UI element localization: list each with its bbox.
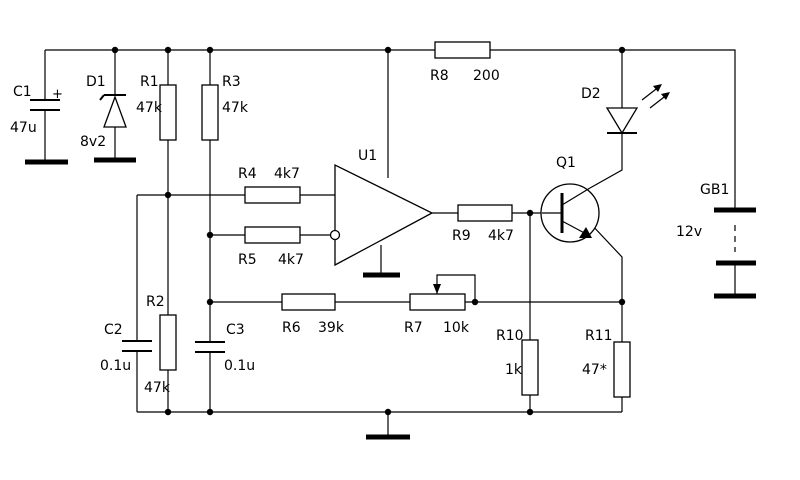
light-emission-icon bbox=[641, 84, 670, 109]
c3-value: 0.1u bbox=[224, 358, 255, 374]
capacitor-c1: + C1 47u bbox=[10, 84, 63, 136]
r2-ref: R2 bbox=[146, 294, 165, 310]
r6-value: 39k bbox=[318, 320, 345, 336]
r3-value: 47k bbox=[222, 100, 249, 116]
resistor-r2: R2 47k bbox=[144, 294, 177, 396]
gb1-value: 12v bbox=[676, 224, 702, 240]
r11-ref: R11 bbox=[585, 328, 613, 344]
r9-value: 4k7 bbox=[488, 228, 514, 244]
resistor-r5: R5 4k7 bbox=[238, 226, 304, 268]
opamp-u1: U1 bbox=[329, 148, 434, 267]
r8-value: 200 bbox=[473, 68, 500, 84]
r4-value: 4k7 bbox=[274, 166, 300, 182]
led-d2: D2 bbox=[581, 84, 670, 158]
resistor-r10: R10 1k bbox=[496, 328, 539, 396]
r2-value: 47k bbox=[144, 380, 171, 396]
c1-ref: C1 bbox=[13, 84, 32, 100]
d2-ref: D2 bbox=[581, 86, 601, 102]
resistor-r4: R4 4k7 bbox=[238, 166, 301, 204]
c2-ref: C2 bbox=[104, 322, 123, 338]
c2-value: 0.1u bbox=[100, 358, 131, 374]
r7-ref: R7 bbox=[404, 320, 423, 336]
resistor-r1: R1 47k bbox=[136, 74, 177, 141]
battery-gb1: GB1 12v bbox=[676, 182, 756, 299]
resistor-r11: R11 47* bbox=[582, 328, 631, 398]
junction-dots bbox=[111, 46, 626, 416]
u1-ref: U1 bbox=[358, 148, 377, 164]
r3-ref: R3 bbox=[222, 74, 241, 90]
r11-value: 47* bbox=[582, 362, 607, 378]
r10-ref: R10 bbox=[496, 328, 524, 344]
r10-value: 1k bbox=[505, 362, 523, 378]
r5-ref: R5 bbox=[238, 252, 257, 268]
resistor-r3: R3 47k bbox=[201, 74, 249, 141]
capacitor-c3: C3 0.1u bbox=[195, 322, 255, 374]
d1-ref: D1 bbox=[86, 74, 106, 90]
r8-ref: R8 bbox=[430, 68, 449, 84]
zener-diode-d1: D1 8v2 bbox=[80, 74, 127, 150]
wires bbox=[44, 49, 736, 437]
d1-value: 8v2 bbox=[80, 134, 106, 150]
r1-value: 47k bbox=[136, 100, 163, 116]
q1-ref: Q1 bbox=[556, 155, 576, 171]
capacitor-c2: C2 0.1u bbox=[100, 322, 152, 374]
r1-ref: R1 bbox=[140, 74, 159, 90]
resistor-r8: R8 200 bbox=[430, 41, 500, 84]
transistor-q1: Q1 bbox=[540, 155, 600, 243]
resistor-r6: R6 39k bbox=[281, 293, 345, 336]
r6-ref: R6 bbox=[282, 320, 301, 336]
r5-value: 4k7 bbox=[278, 252, 304, 268]
resistor-r9: R9 4k7 bbox=[452, 204, 514, 244]
c1-polarity: + bbox=[52, 87, 63, 102]
ground-symbols bbox=[25, 157, 410, 440]
potentiometer-r7: R7 10k bbox=[404, 284, 470, 336]
r9-ref: R9 bbox=[452, 228, 471, 244]
c3-ref: C3 bbox=[226, 322, 245, 338]
gb1-ref: GB1 bbox=[700, 182, 729, 198]
r4-ref: R4 bbox=[238, 166, 257, 182]
r7-value: 10k bbox=[443, 320, 470, 336]
c1-value: 47u bbox=[10, 120, 37, 136]
